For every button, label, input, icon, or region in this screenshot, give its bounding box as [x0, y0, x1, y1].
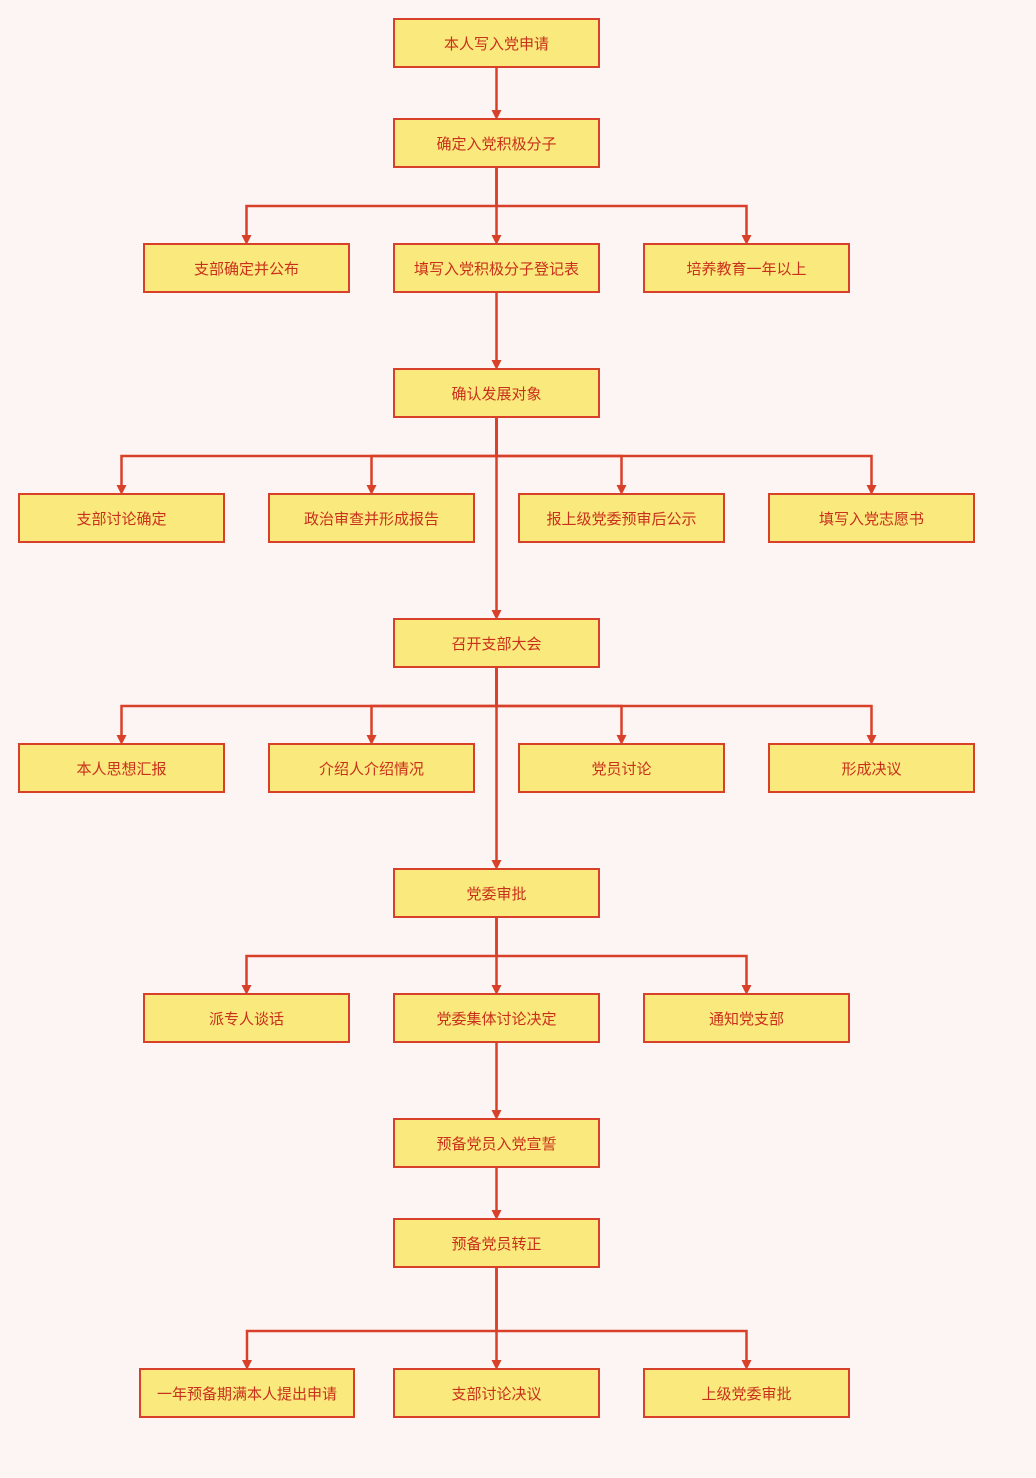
- node-n3: 支部确定并公布: [143, 243, 350, 293]
- edge-n16-n17: [241, 918, 498, 995]
- edge-n2-n5: [495, 168, 752, 245]
- node-n19: 通知党支部: [643, 993, 850, 1043]
- node-n14: 党员讨论: [518, 743, 725, 793]
- edge-n21-n22: [242, 1268, 498, 1370]
- node-n9: 报上级党委预审后公示: [518, 493, 725, 543]
- edge-n11-n13: [366, 668, 498, 745]
- node-n22: 一年预备期满本人提出申请: [139, 1368, 355, 1418]
- edge-n2-n3: [241, 168, 498, 245]
- edge-n21-n24: [495, 1268, 752, 1370]
- node-n15: 形成决议: [768, 743, 975, 793]
- node-n18: 党委集体讨论决定: [393, 993, 600, 1043]
- node-n23: 支部讨论决议: [393, 1368, 600, 1418]
- edge-n11-n15: [495, 668, 877, 745]
- node-n20: 预备党员入党宣誓: [393, 1118, 600, 1168]
- edge-n6-n8: [366, 418, 498, 495]
- node-n11: 召开支部大会: [393, 618, 600, 668]
- node-n12: 本人思想汇报: [18, 743, 225, 793]
- node-n17: 派专人谈话: [143, 993, 350, 1043]
- node-n8: 政治审查并形成报告: [268, 493, 475, 543]
- node-n10: 填写入党志愿书: [768, 493, 975, 543]
- edge-n6-n10: [495, 418, 877, 495]
- node-n5: 培养教育一年以上: [643, 243, 850, 293]
- node-n6: 确认发展对象: [393, 368, 600, 418]
- node-n21: 预备党员转正: [393, 1218, 600, 1268]
- node-n1: 本人写入党申请: [393, 18, 600, 68]
- node-n4: 填写入党积极分子登记表: [393, 243, 600, 293]
- node-n16: 党委审批: [393, 868, 600, 918]
- node-n2: 确定入党积极分子: [393, 118, 600, 168]
- node-n13: 介绍人介绍情况: [268, 743, 475, 793]
- node-n7: 支部讨论确定: [18, 493, 225, 543]
- node-n24: 上级党委审批: [643, 1368, 850, 1418]
- edge-n16-n19: [495, 918, 752, 995]
